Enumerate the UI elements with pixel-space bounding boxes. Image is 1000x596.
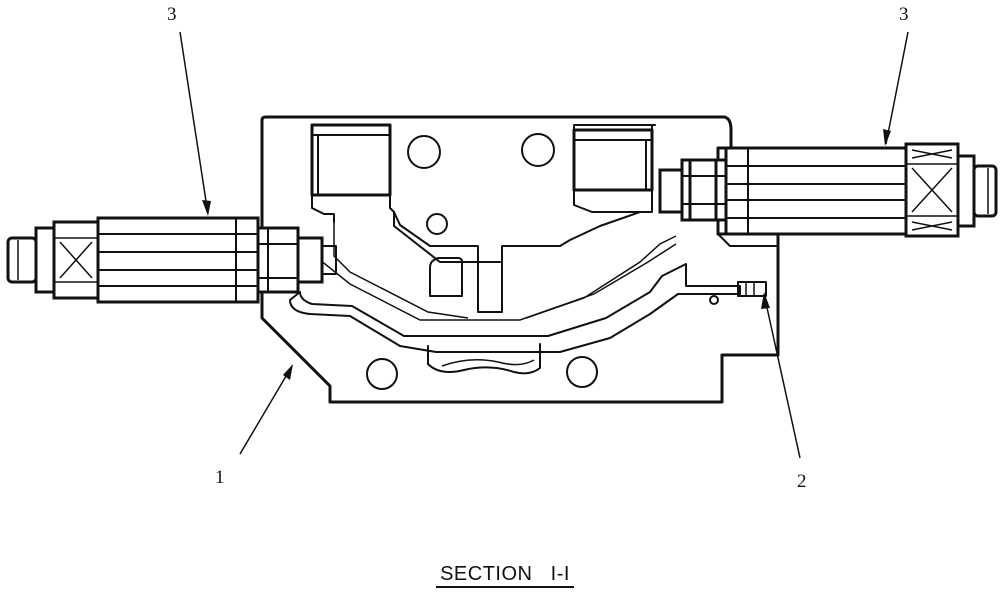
- leader-part-1-arrow: [283, 364, 293, 380]
- section-caption: SECTION I-I: [420, 563, 590, 588]
- valve-body: [260, 115, 780, 404]
- callout-part-1: 1: [215, 467, 225, 488]
- leader-part-3-left: [179, 31, 209, 215]
- leader-part-3-right: [885, 31, 909, 145]
- callout-part-2: 2: [797, 471, 807, 492]
- leader-lines: [179, 31, 909, 459]
- section-caption-text: SECTION I-I: [436, 563, 574, 588]
- callout-part-3-right: 3: [899, 4, 909, 25]
- callout-part-3-left: 3: [167, 4, 177, 25]
- upper-left-plug: [310, 123, 392, 197]
- leader-part-2-arrow: [761, 292, 770, 309]
- leader-part-3-right-arrow: [883, 129, 891, 146]
- leader-part-1: [239, 365, 293, 455]
- leader-part-3-left-arrow: [202, 200, 211, 216]
- right-relief-valve: [658, 142, 998, 238]
- leader-part-2: [763, 293, 801, 459]
- upper-right-plug: [572, 128, 654, 192]
- left-relief-valve: [6, 216, 337, 304]
